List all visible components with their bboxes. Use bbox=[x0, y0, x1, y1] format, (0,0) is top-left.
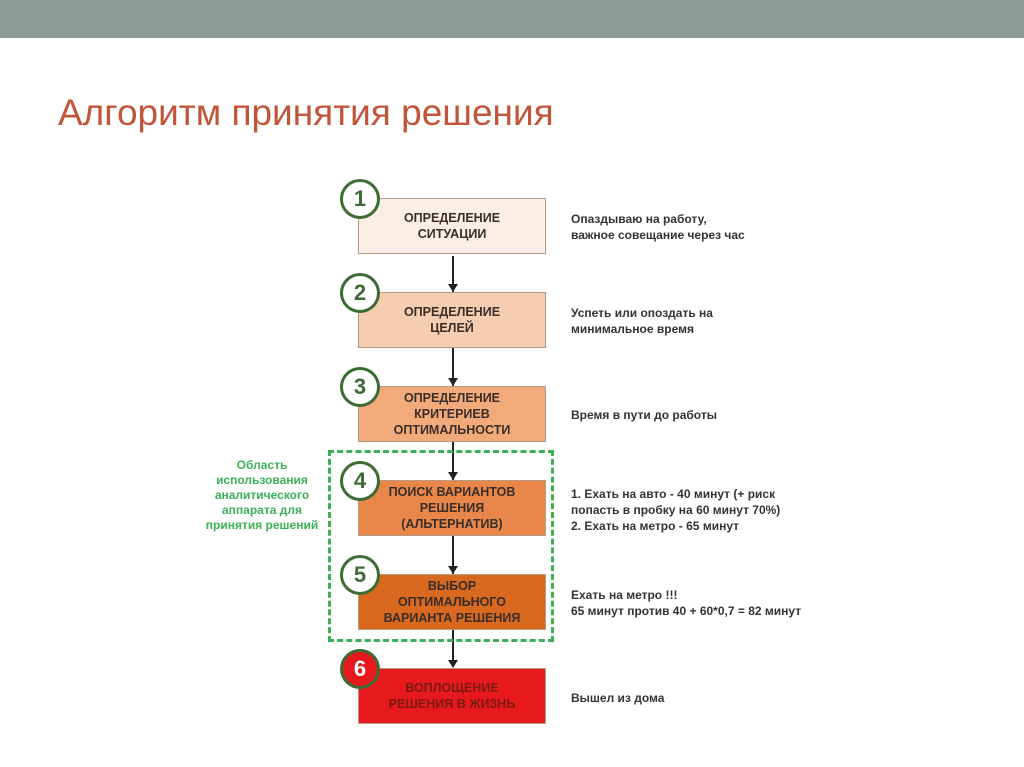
slide-title: Алгоритм принятия решения bbox=[58, 92, 554, 133]
step-number-2: 2 bbox=[340, 273, 380, 313]
arrowhead-icon bbox=[448, 660, 458, 668]
step-number-5: 5 bbox=[340, 555, 380, 595]
top-bar bbox=[0, 0, 1024, 38]
step-box-4: ПОИСК ВАРИАНТОВ РЕШЕНИЯ (АЛЬТЕРНАТИВ) bbox=[358, 480, 546, 536]
step-box-3: ОПРЕДЕЛЕНИЕ КРИТЕРИЕВ ОПТИМАЛЬНОСТИ bbox=[358, 386, 546, 442]
arrowhead-icon bbox=[448, 472, 458, 480]
step-description-3: Время в пути до работы bbox=[571, 408, 717, 422]
step-description-2: Успеть или опоздать на минимальное время bbox=[571, 306, 713, 336]
step-box-5: ВЫБОР ОПТИМАЛЬНОГО ВАРИАНТА РЕШЕНИЯ bbox=[358, 574, 546, 630]
step-description-5: Ехать на метро !!! 65 минут против 40 + … bbox=[571, 588, 802, 618]
analytic-region-border bbox=[328, 450, 554, 642]
step-description-4: 1. Ехать на авто - 40 минут (+ риск попа… bbox=[571, 487, 781, 533]
arrowhead-icon bbox=[448, 378, 458, 386]
step-number-6: 6 bbox=[340, 649, 380, 689]
step-number-1: 1 bbox=[340, 179, 380, 219]
step-box-1: ОПРЕДЕЛЕНИЕ СИТУАЦИИ bbox=[358, 198, 546, 254]
step-box-6: ВОПЛОЩЕНИЕ РЕШЕНИЯ В ЖИЗНЬ bbox=[358, 668, 546, 724]
step-box-2: ОПРЕДЕЛЕНИЕ ЦЕЛЕЙ bbox=[358, 292, 546, 348]
analytic-region-label: Область использования аналитического апп… bbox=[205, 458, 319, 532]
step-number-4: 4 bbox=[340, 461, 380, 501]
arrowhead-icon bbox=[448, 566, 458, 574]
flow-connector bbox=[452, 256, 454, 666]
step-description-1: Опаздываю на работу, важное совещание че… bbox=[571, 212, 745, 242]
arrowhead-icon bbox=[448, 284, 458, 292]
step-description-6: Вышел из дома bbox=[571, 691, 665, 705]
step-number-3: 3 bbox=[340, 367, 380, 407]
